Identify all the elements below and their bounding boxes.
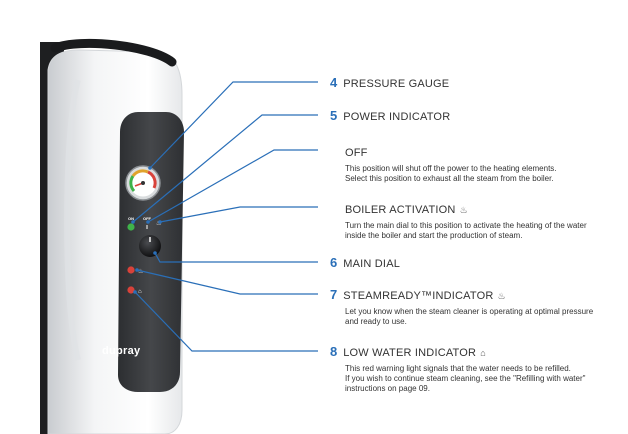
callout-line-main-dial <box>154 252 318 263</box>
callout-title: STEAMREADY™INDICATOR <box>343 290 494 302</box>
callout-number: 4 <box>330 75 338 90</box>
callout-title: LOW WATER INDICATOR <box>343 347 477 359</box>
callout-steamready-indicator: 7 STEAMREADY™INDICATOR♨ Let you know when… <box>330 286 593 327</box>
steamready-icon: ♨ <box>497 291 506 301</box>
callout-boiler-activation: BOILER ACTIVATION♨ Turn the main dial to… <box>345 200 587 241</box>
power-indicator-light <box>127 223 135 231</box>
off-label: OFF <box>143 216 151 221</box>
callout-number: 7 <box>330 287 338 302</box>
callout-number: 8 <box>330 344 338 359</box>
pressure-gauge <box>125 165 161 201</box>
main-dial[interactable] <box>139 235 161 257</box>
boiler-activation-icon: ♨ <box>156 220 161 227</box>
callout-lines <box>132 81 318 352</box>
callout-number: 5 <box>330 108 338 123</box>
callout-low-water-indicator: 8 LOW WATER INDICATOR⌂ This red warning l… <box>330 343 585 394</box>
callout-line-low-water <box>134 291 318 352</box>
on-label: ON <box>128 216 134 221</box>
callout-description: This position will shut off the power to… <box>345 164 557 183</box>
callout-description: Let you know when the steam cleaner is o… <box>345 307 594 326</box>
steamready-indicator-light <box>127 266 135 274</box>
callout-pressure-gauge: 4 PRESSURE GAUGE <box>330 74 449 92</box>
steamready-icon: ♨ <box>138 268 143 275</box>
callout-number: 6 <box>330 255 338 270</box>
callout-power-indicator: 5 POWER INDICATOR <box>330 107 450 125</box>
callout-title: POWER INDICATOR <box>343 111 451 123</box>
callout-description: Turn the main dial to this position to a… <box>345 221 587 240</box>
low-water-indicator-light <box>127 286 135 294</box>
callout-line-boiler-activation <box>159 206 318 223</box>
low-water-icon: ⌂ <box>480 348 486 358</box>
callout-line-steamready <box>136 269 318 295</box>
callout-title: OFF <box>345 147 368 159</box>
callout-title: MAIN DIAL <box>343 258 401 270</box>
callout-title: BOILER ACTIVATION <box>345 204 456 216</box>
brand-logo: dupray <box>102 345 141 357</box>
callout-description: This red warning light signals that the … <box>345 364 586 393</box>
callout-line-pressure-gauge <box>149 81 318 169</box>
low-water-icon: ⌂ <box>138 289 142 295</box>
callout-line-power-indicator <box>132 114 318 223</box>
callout-line-off <box>147 149 318 223</box>
callout-off: OFF This position will shut off the powe… <box>345 143 557 184</box>
callout-dots <box>131 166 162 294</box>
boiler-activation-icon: ♨ <box>459 205 468 215</box>
callout-main-dial: 6 MAIN DIAL <box>330 254 400 272</box>
callout-title: PRESSURE GAUGE <box>343 78 450 90</box>
